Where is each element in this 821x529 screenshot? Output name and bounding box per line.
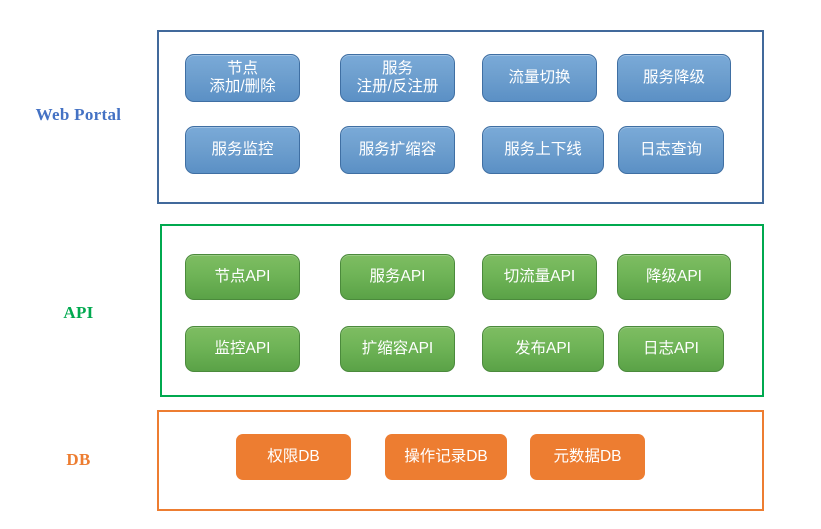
pill-log-api[interactable]: 日志API: [618, 326, 724, 372]
pill-node-api[interactable]: 节点API: [185, 254, 300, 300]
pill-operation-log-db[interactable]: 操作记录DB: [385, 434, 507, 480]
pill-log-query[interactable]: 日志查询: [618, 126, 724, 174]
web-portal-row-2: 服务监控 服务扩缩容 服务上下线 日志查询: [185, 126, 724, 174]
pill-metadata-db[interactable]: 元数据DB: [530, 434, 645, 480]
pill-monitor-api[interactable]: 监控API: [185, 326, 300, 372]
pill-service-api[interactable]: 服务API: [340, 254, 455, 300]
pill-permission-db[interactable]: 权限DB: [236, 434, 351, 480]
pill-scaling-api[interactable]: 扩缩容API: [340, 326, 455, 372]
pill-traffic-switch-api[interactable]: 切流量API: [482, 254, 597, 300]
pill-degrade-api[interactable]: 降级API: [617, 254, 731, 300]
api-row-2: 监控API 扩缩容API 发布API 日志API: [185, 326, 724, 372]
layer-label-api: API: [63, 303, 94, 322]
layer-label-web-portal: Web Portal: [35, 105, 122, 124]
pill-service-monitor[interactable]: 服务监控: [185, 126, 300, 174]
layer-label-db: DB: [66, 450, 91, 469]
pill-service-scaling[interactable]: 服务扩缩容: [340, 126, 455, 174]
pill-service-online-offline[interactable]: 服务上下线: [482, 126, 604, 174]
db-row-1: 权限DB 操作记录DB 元数据DB: [236, 434, 645, 480]
pill-publish-api[interactable]: 发布API: [482, 326, 604, 372]
pill-node-add-remove[interactable]: 节点 添加/删除: [185, 54, 300, 102]
pill-service-degrade[interactable]: 服务降级: [617, 54, 731, 102]
pill-traffic-switch[interactable]: 流量切换: [482, 54, 597, 102]
api-row-1: 节点API 服务API 切流量API 降级API: [185, 254, 731, 300]
web-portal-row-1: 节点 添加/删除 服务 注册/反注册 流量切换 服务降级: [185, 54, 731, 102]
pill-service-register[interactable]: 服务 注册/反注册: [340, 54, 455, 102]
